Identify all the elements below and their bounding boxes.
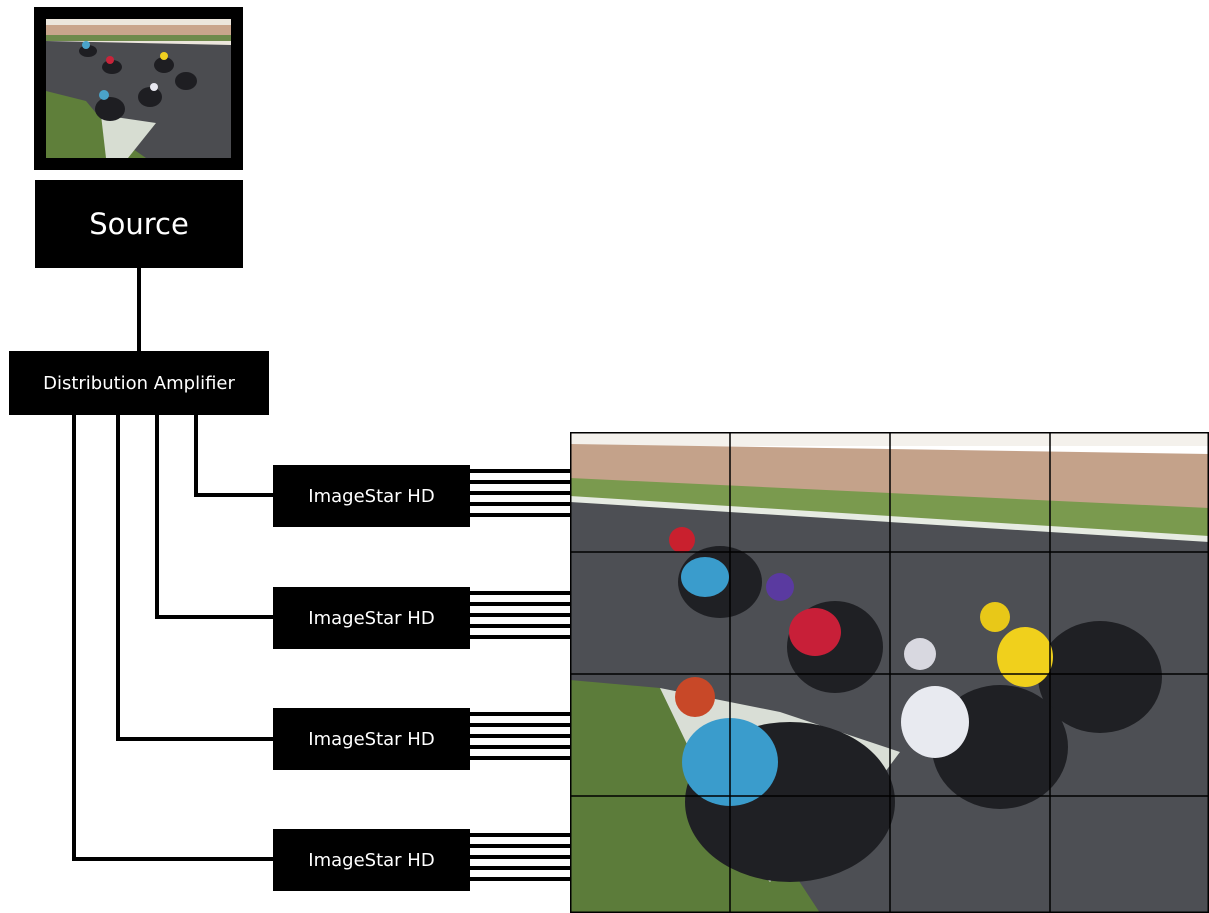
da-to-processor-3-wire <box>116 415 273 741</box>
processor-label: ImageStar HD <box>308 485 435 507</box>
source-monitor <box>34 7 243 170</box>
motorcycle-race-image <box>570 432 1209 913</box>
imagestar-processor-2: ImageStar HD <box>273 587 470 649</box>
processor-label: ImageStar HD <box>308 849 435 871</box>
video-wall <box>570 432 1209 913</box>
processor-label: ImageStar HD <box>308 607 435 629</box>
motorcycle-race-thumbnail <box>46 19 231 158</box>
processor-label: ImageStar HD <box>308 728 435 750</box>
da-to-processor-2-wire <box>155 415 273 619</box>
output-cable-bundles <box>470 469 572 881</box>
imagestar-processor-4: ImageStar HD <box>273 829 470 891</box>
imagestar-processor-3: ImageStar HD <box>273 708 470 770</box>
da-to-processor-1-wire <box>194 415 273 497</box>
source-box: Source <box>35 180 243 268</box>
source-label: Source <box>89 207 189 241</box>
distribution-amplifier-box: Distribution Amplifier <box>9 351 269 415</box>
da-to-processor-4-wire <box>72 415 273 861</box>
distribution-amplifier-label: Distribution Amplifier <box>43 372 235 394</box>
imagestar-processor-1: ImageStar HD <box>273 465 470 527</box>
